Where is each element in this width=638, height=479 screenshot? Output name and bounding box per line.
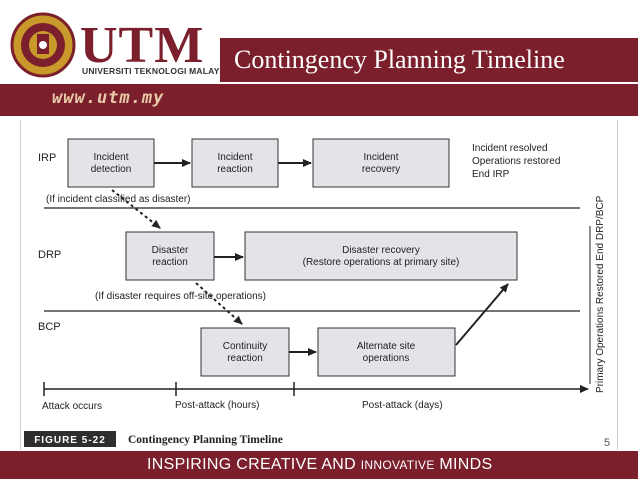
- box-incident-reaction-line1: Incident: [217, 152, 252, 163]
- box-incident-detection-line1: Incident: [93, 152, 128, 163]
- irp-end-note-line2: Operations restored: [472, 156, 560, 167]
- vertical-label: Primary Operations Restored End DRP/BCP: [595, 195, 606, 393]
- figure-caption: Contingency Planning Timeline: [128, 434, 283, 446]
- figure-label: FIGURE 5-22: [34, 435, 106, 446]
- utm-crest-icon: [10, 12, 76, 78]
- page-number: 5: [604, 437, 611, 449]
- dotted-arrow-disaster-to-continuity: [195, 282, 243, 325]
- box-incident-recovery-line2: recovery: [362, 164, 400, 175]
- irp-end-note-line3: End IRP: [472, 169, 510, 180]
- box-disaster-recovery-line1: Disaster recovery: [342, 245, 420, 256]
- time-label-start: Attack occurs: [42, 401, 102, 412]
- footer-text-c: MINDS: [434, 456, 493, 473]
- footer-text-b: INNOVATIVE: [360, 458, 435, 472]
- box-disaster-reaction-line1: Disaster: [152, 245, 189, 256]
- box-disaster-recovery: [244, 231, 518, 281]
- box-incident-detection-line2: detection: [91, 164, 132, 175]
- box-continuity-reaction: [200, 327, 290, 377]
- box-incident-reaction-line2: reaction: [217, 164, 253, 175]
- website-url: www.utm.my: [52, 88, 165, 108]
- footer-text-a: INSPIRING CREATIVE AND: [147, 456, 361, 473]
- footer-tagline: INSPIRING CREATIVE AND INNOVATIVE MINDS: [147, 456, 492, 474]
- header: UTM UNIVERSITI TEKNOLOGI MALAYSIA Contin…: [0, 0, 638, 118]
- title-bar: [220, 38, 638, 82]
- row-label-bcp: BCP: [38, 321, 61, 333]
- footer-bar: [0, 451, 638, 479]
- box-alternate-site-line2: operations: [363, 353, 410, 364]
- box-disaster-reaction-line2: reaction: [152, 257, 188, 268]
- box-incident-recovery: [312, 138, 450, 188]
- logo-subtitle: UNIVERSITI TEKNOLOGI MALAYSIA: [82, 66, 235, 76]
- box-disaster-reaction: [125, 231, 215, 281]
- box-incident-recovery-line1: Incident: [363, 152, 398, 163]
- time-label-hours: Post-attack (hours): [175, 400, 259, 411]
- website-bar: [0, 84, 638, 116]
- time-label-days: Post-attack (days): [362, 400, 443, 411]
- dotted-arrow-incident-to-disaster: [111, 189, 161, 229]
- box-alternate-site-line1: Alternate site: [357, 341, 416, 352]
- box-continuity-reaction-line2: reaction: [227, 353, 263, 364]
- box-alternate-site: [317, 327, 456, 377]
- condition-to-disaster: (If incident classified as disaster): [46, 194, 191, 205]
- box-disaster-recovery-line2: (Restore operations at primary site): [303, 257, 460, 268]
- row-label-drp: DRP: [38, 249, 61, 261]
- arrow-alternate-to-disaster-recovery: [455, 283, 509, 346]
- row-label-irp: IRP: [38, 152, 56, 164]
- page-title: Contingency Planning Timeline: [234, 45, 565, 74]
- irp-end-note-line1: Incident resolved: [472, 143, 548, 154]
- condition-to-offsite: (If disaster requires off-site operation…: [95, 291, 266, 302]
- box-continuity-reaction-line1: Continuity: [223, 341, 267, 352]
- box-incident-detection: [67, 138, 155, 188]
- box-incident-reaction: [191, 138, 279, 188]
- figure-label-box: [24, 431, 116, 447]
- logo-text: UTM: [80, 17, 205, 74]
